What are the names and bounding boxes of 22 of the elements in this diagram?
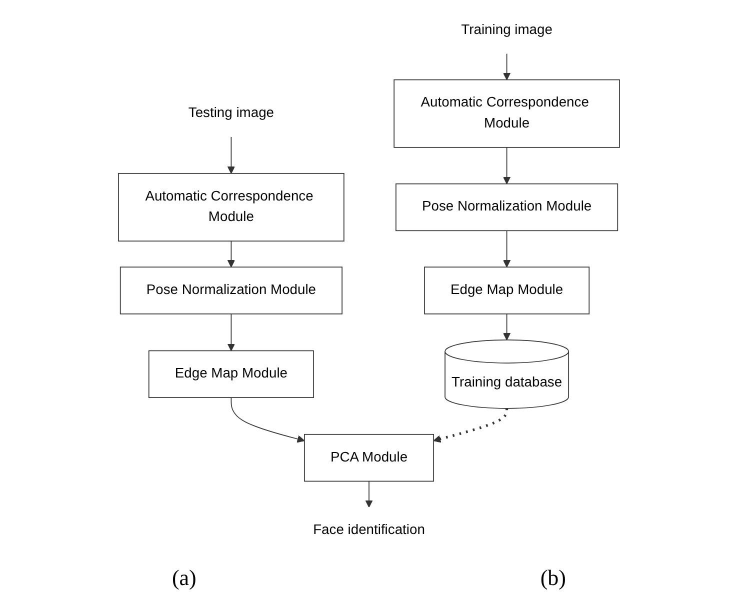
arrow — [502, 146, 511, 184]
node-text: Face identification — [313, 522, 425, 538]
node-box: Edge Map Module — [424, 266, 590, 314]
arrow — [433, 408, 508, 443]
node-text: Training image — [461, 22, 552, 38]
node-box: Pose Normalization Module — [120, 266, 342, 314]
node-box: PCA Module — [304, 434, 434, 482]
arrow — [227, 136, 236, 174]
arrow — [502, 53, 511, 80]
panel-label: (a) — [172, 565, 196, 591]
node-box: Edge Map Module — [148, 350, 314, 398]
node-box: Pose Normalization Module — [396, 183, 618, 232]
arrow — [230, 397, 305, 443]
panel-label: (b) — [540, 565, 566, 591]
arrow — [502, 313, 511, 340]
arrow — [227, 240, 236, 268]
node-box: Automatic Correspondence Module — [394, 79, 620, 148]
node-box: Automatic Correspondence Module — [118, 173, 344, 242]
node-text: Testing image — [188, 106, 274, 121]
arrow — [227, 313, 236, 352]
arrow — [502, 230, 511, 268]
arrow — [365, 480, 373, 508]
